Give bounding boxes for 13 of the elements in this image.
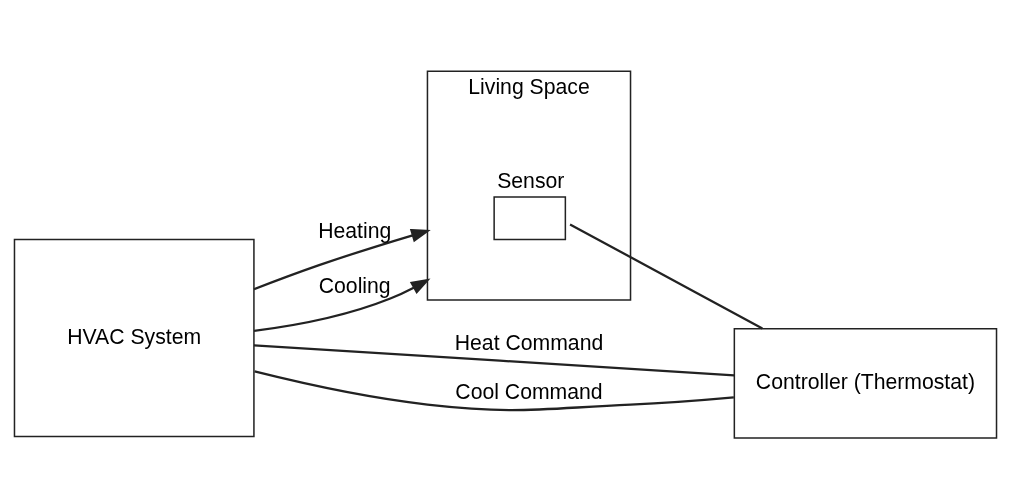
node-box (493, 196, 567, 241)
edge-label: Cool Command (455, 379, 603, 403)
connector (254, 370, 734, 412)
node-label: Sensor (497, 169, 565, 193)
edge-label: Heating (318, 219, 392, 243)
node-box: Controller (Thermostat) (733, 328, 998, 439)
node-box: HVAC System (13, 238, 255, 438)
connector (253, 344, 735, 377)
edge-label: Cooling (318, 273, 391, 297)
connector (569, 223, 763, 330)
edge-label: Heat Command (454, 331, 604, 355)
arrow (253, 278, 431, 332)
arrow (253, 228, 431, 291)
